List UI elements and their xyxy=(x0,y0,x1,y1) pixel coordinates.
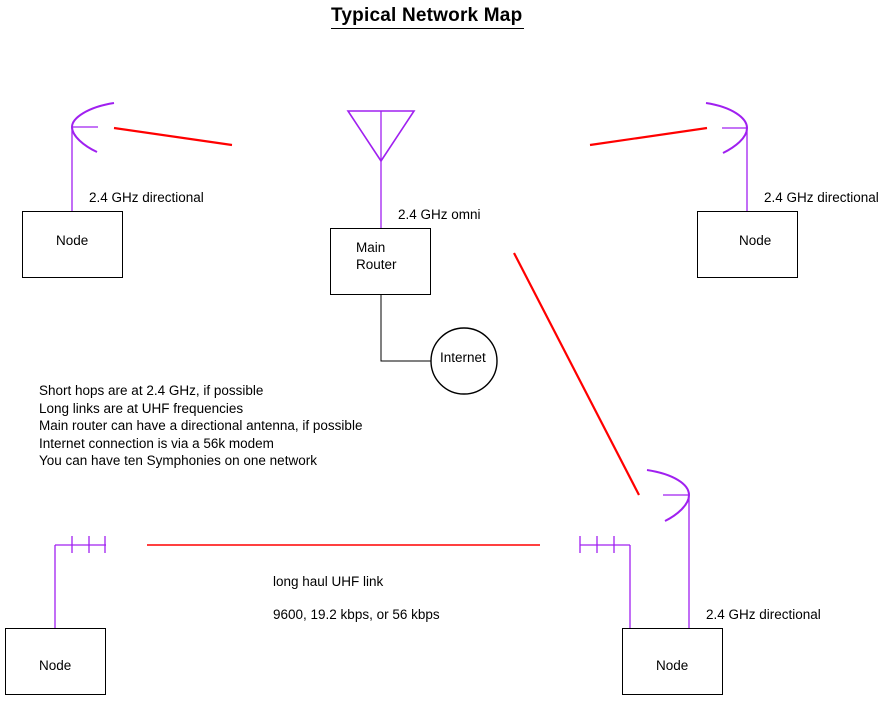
bottom-right-antenna-label: 2.4 GHz directional xyxy=(706,607,821,622)
notes-list: Short hops are at 2.4 GHz, if possible L… xyxy=(39,382,362,470)
bottom-right-yagi-antenna-icon xyxy=(579,536,631,628)
omni-antenna-icon xyxy=(346,110,416,229)
node-label: Node xyxy=(56,233,89,248)
top-left-dish-antenna-icon xyxy=(70,102,115,212)
node-label: Node xyxy=(739,233,772,248)
top-right-node[interactable]: Node xyxy=(697,211,798,278)
bottom-left-node[interactable]: Node xyxy=(5,628,106,695)
node-label: Node xyxy=(656,658,689,673)
top-right-antenna-label: 2.4 GHz directional xyxy=(764,190,879,205)
internet-cloud-icon xyxy=(430,327,498,395)
node-label: Node xyxy=(39,658,72,673)
bottom-right-dish-antenna-icon xyxy=(646,469,691,628)
router-label-line2: Router xyxy=(356,257,397,272)
uhf-link-rates: 9600, 19.2 kbps, or 56 kbps xyxy=(273,607,440,622)
internet-wire xyxy=(380,295,431,362)
note-item: Short hops are at 2.4 GHz, if possible xyxy=(39,383,264,398)
note-item: You can have ten Symphonies on one netwo… xyxy=(39,453,317,468)
top-right-dish-antenna-icon xyxy=(705,102,749,212)
uhf-link-label: long haul UHF link xyxy=(273,574,384,589)
short-hop-link-right xyxy=(589,126,708,147)
main-router-node[interactable]: Main Router xyxy=(330,228,431,295)
note-item: Long links are at UHF frequencies xyxy=(39,400,244,416)
omni-antenna-label: 2.4 GHz omni xyxy=(398,207,481,222)
bottom-right-node[interactable]: Node xyxy=(622,628,723,695)
router-label-line1: Main xyxy=(356,240,386,255)
internet-label: Internet xyxy=(440,350,486,365)
note-item: Main router can have a directional anten… xyxy=(39,418,363,433)
bottom-left-yagi-antenna-icon xyxy=(54,536,106,628)
short-hop-link-left xyxy=(113,126,233,147)
note-item: Internet connection is via a 56k modem xyxy=(39,435,274,451)
short-hop-link-diagonal xyxy=(513,252,640,496)
top-left-node[interactable]: Node xyxy=(22,211,123,278)
diagram-title: Typical Network Map xyxy=(331,5,523,26)
top-left-antenna-label: 2.4 GHz directional xyxy=(89,190,204,205)
title-underline xyxy=(331,28,524,29)
